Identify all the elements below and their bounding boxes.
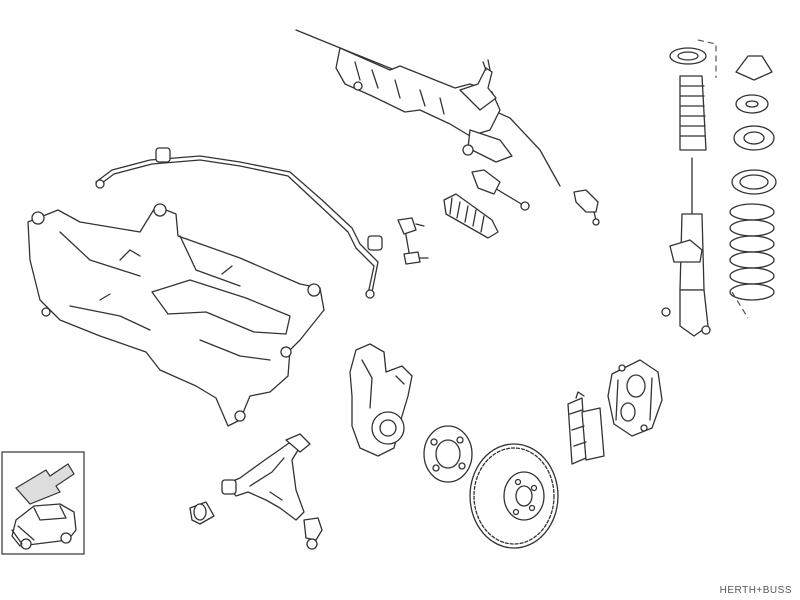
brake-pads [567,391,605,465]
direction-arrow-icon [15,463,75,505]
shock-absorber [661,157,711,337]
assembly-bracket [697,39,717,78]
ball-joint [303,517,323,550]
brand-watermark: HERTH+BUSS [719,585,792,596]
rack-boot [443,193,499,239]
brake-disc [469,443,559,549]
tie-rod [471,169,530,211]
assembly-bracket [731,291,749,319]
stabilizer-link [397,217,429,265]
wheel-hub [423,425,473,483]
coil-spring [729,203,775,301]
brake-caliper [607,359,663,437]
control-arm-bushing [189,501,215,525]
steering-rack [295,29,561,187]
stabilizer-bar [95,147,383,299]
strut-mount [669,47,777,195]
control-arm [221,433,311,521]
tie-rod-end [573,189,600,226]
steering-knuckle [349,343,413,457]
car-location-icon [1,451,85,555]
front-subframe [27,203,325,427]
